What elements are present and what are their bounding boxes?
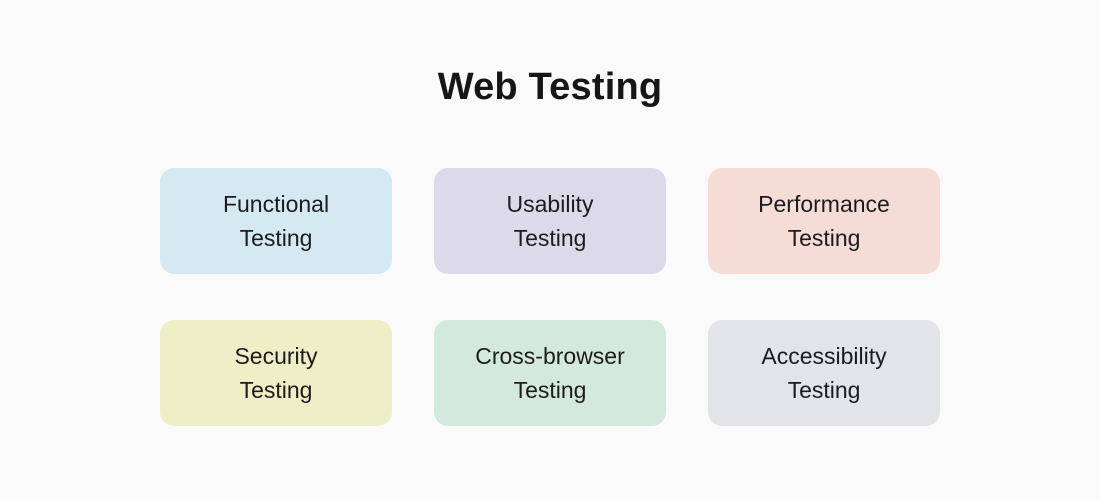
page-title: Web Testing bbox=[437, 66, 663, 108]
cards-grid: Functional Testing Usability Testing Per… bbox=[0, 168, 1100, 426]
card-security-testing: Security Testing bbox=[160, 320, 392, 426]
card-label-line: Testing bbox=[787, 225, 861, 251]
card-label-line: Cross-browser bbox=[475, 343, 625, 369]
card-label-line: Security bbox=[234, 343, 318, 369]
card-performance-testing: Performance Testing bbox=[708, 168, 940, 274]
card-label-line: Testing bbox=[513, 225, 587, 251]
card-cross-browser-testing: Cross-browser Testing bbox=[434, 320, 666, 426]
card-label-line: Testing bbox=[239, 377, 313, 403]
card-label-line: Performance bbox=[758, 191, 890, 217]
card-usability-testing: Usability Testing bbox=[434, 168, 666, 274]
card-accessibility-testing: Accessibility Testing bbox=[708, 320, 940, 426]
card-label-line: Testing bbox=[513, 377, 587, 403]
card-label-line: Usability bbox=[506, 191, 594, 217]
card-label-line: Accessibility bbox=[761, 343, 887, 369]
card-label-line: Testing bbox=[239, 225, 313, 251]
card-label-line: Functional bbox=[222, 191, 330, 217]
card-label-line: Testing bbox=[787, 377, 861, 403]
card-functional-testing: Functional Testing bbox=[160, 168, 392, 274]
